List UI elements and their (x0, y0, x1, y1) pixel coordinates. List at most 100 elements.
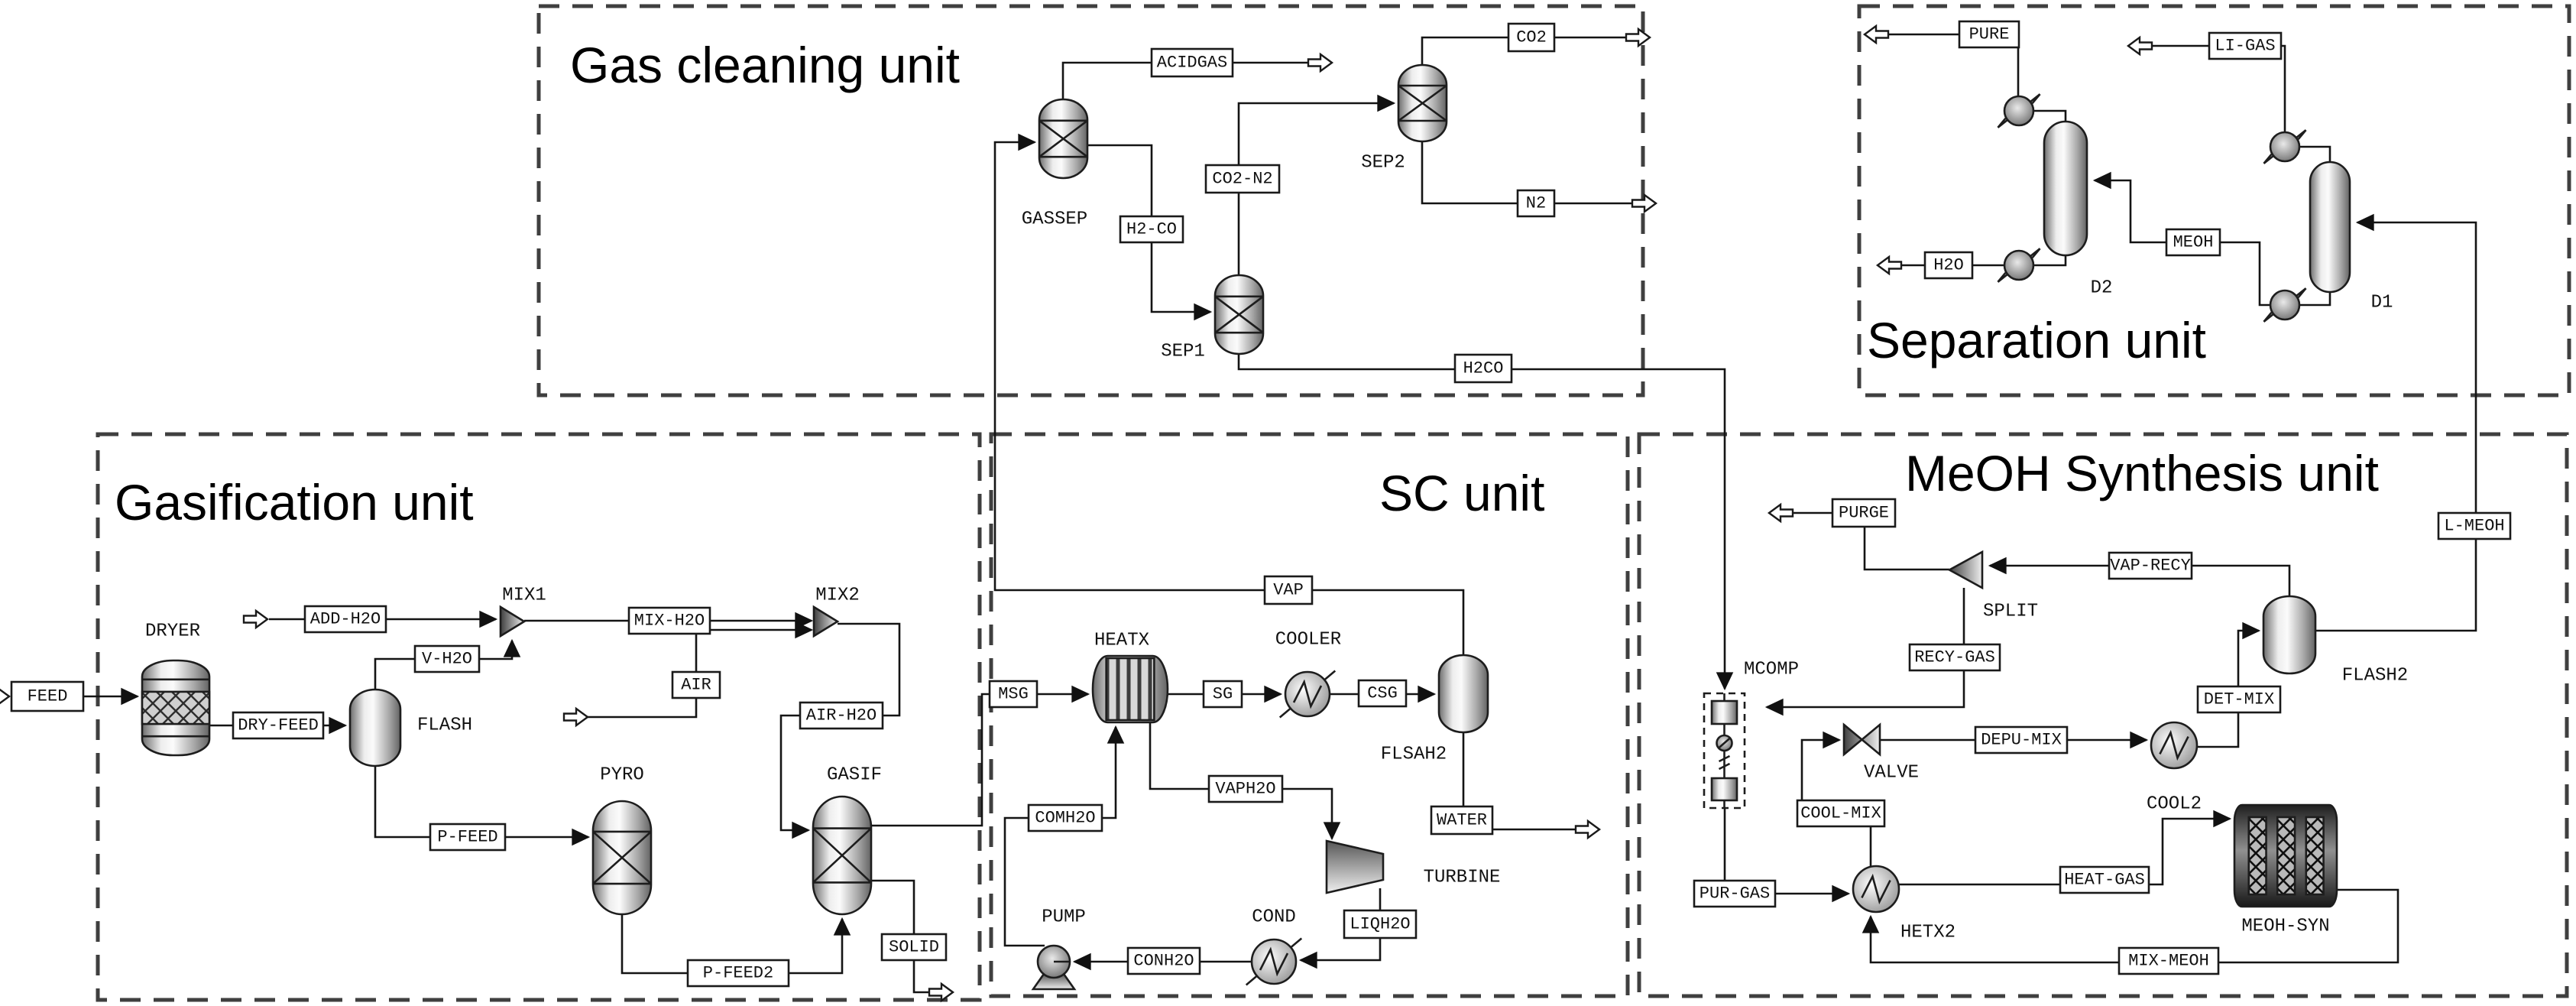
stream-label-det-mix: DET-MIX (2196, 685, 2282, 714)
stream-label-co2-n2: CO2-N2 (1204, 164, 1281, 194)
block-label-d1: D1 (2371, 293, 2393, 313)
svg-text:DET-MIX: DET-MIX (2204, 690, 2274, 709)
block-label-gasif: GASIF (827, 765, 882, 786)
stream-label-vaph2o: VAPH2O (1207, 774, 1284, 803)
stream-co2-n2-line (1237, 94, 1396, 275)
block-label-flsah2: FLSAH2 (1381, 745, 1447, 765)
svg-text:HEAT-GAS: HEAT-GAS (2064, 871, 2145, 890)
stream-l-meoh-line (2315, 213, 2477, 632)
stream-label-comh2o: COMH2O (1027, 803, 1103, 832)
svg-text:LI-GAS: LI-GAS (2215, 37, 2275, 56)
d1-column-icon (2309, 161, 2351, 294)
title-meoh-synthesis-unit: MeOH Synthesis unit (1905, 445, 2379, 501)
sep1-vessel-icon (1213, 274, 1265, 355)
block-label-d2: D2 (2091, 278, 2113, 299)
stream-label-feed: FEED (10, 680, 85, 712)
stream-label-h2o: H2O (1923, 251, 1974, 280)
d1-reboiler-icon (2263, 287, 2307, 323)
block-label-turbine: TURBINE (1424, 868, 1501, 888)
flash2-vessel-icon (2262, 595, 2317, 675)
stream-d2-condenser-line (2033, 109, 2067, 122)
stream-p-feed-line (374, 766, 591, 846)
svg-text:WATER: WATER (1437, 811, 1487, 830)
unit-box-gas-cleaning (536, 4, 1645, 398)
stream-label-li-gas: LI-GAS (2208, 31, 2283, 60)
d1-condenser-icon (2263, 129, 2307, 164)
block-label-mix2: MIX2 (815, 586, 860, 606)
block-label-cond: COND (1252, 907, 1296, 928)
stream-recy-gas-line (1764, 588, 1965, 716)
stream-d2-reboiler-line (2033, 255, 2067, 267)
d2-reboiler-icon (1997, 248, 2041, 283)
stream-label-p-feed2: P-FEED2 (686, 959, 790, 988)
open-arrow-water-out (1574, 819, 1601, 839)
cond-icon (1245, 937, 1303, 986)
stream-label-liqh2o: LIQH2O (1343, 909, 1418, 939)
stream-li-gas-line (2152, 44, 2286, 132)
svg-text:V-H2O: V-H2O (422, 650, 472, 669)
svg-text:MEOH: MEOH (2173, 233, 2214, 252)
stream-label-purge: PURGE (1831, 498, 1897, 528)
svg-text:PURGE: PURGE (1839, 504, 1889, 523)
block-label-pyro: PYRO (600, 765, 644, 786)
open-arrow-feed-in (0, 686, 11, 706)
svg-text:H2-CO: H2-CO (1126, 220, 1177, 239)
stream-heat-gas-line (1899, 810, 2232, 886)
unit-box-separation (1857, 4, 2571, 398)
open-arrow-co2-out (1625, 28, 1651, 47)
sep2-vessel-icon (1397, 63, 1448, 143)
pyro-vessel-icon (591, 800, 653, 916)
stream-label-mix-h2o: MIX-H2O (627, 606, 711, 635)
stream-label-meoh: MEOH (2165, 228, 2221, 257)
block-label-split: SPLIT (1983, 602, 2038, 622)
stream-mix-meoh-line (1862, 888, 2399, 964)
stream-label-vap-recy: VAP-RECY (2108, 551, 2193, 580)
open-arrow-n2-out (1631, 193, 1657, 213)
d2-condenser-icon (1997, 93, 2041, 128)
block-label-mcomp: MCOMP (1744, 660, 1799, 680)
svg-text:MSG: MSG (998, 685, 1029, 704)
svg-text:SOLID: SOLID (889, 938, 939, 957)
stream-label-recy-gas: RECY-GAS (1908, 643, 2001, 672)
block-label-pump: PUMP (1042, 907, 1086, 928)
svg-text:CO2: CO2 (1516, 28, 1547, 47)
meoh-syn-reactor-icon (2233, 803, 2338, 908)
stream-label-h2co: H2CO (1453, 353, 1513, 384)
svg-text:RECY-GAS: RECY-GAS (1914, 648, 1995, 667)
stream-label-csg: CSG (1357, 679, 1408, 708)
open-arrow-li-gas-out (2127, 36, 2153, 56)
block-label-cool2: COOL2 (2147, 794, 2202, 815)
unit-box-meoh (1637, 432, 2569, 998)
svg-text:CO2-N2: CO2-N2 (1212, 170, 1272, 189)
svg-text:P-FEED: P-FEED (437, 828, 497, 847)
stream-n2-line (1421, 141, 1632, 205)
cooler-icon (1278, 670, 1337, 719)
block-label-cooler: COOLER (1275, 630, 1341, 651)
stream-label-v-h2o: V-H2O (413, 644, 481, 673)
stream-label-heat-gas: HEAT-GAS (2059, 865, 2150, 894)
d2-column-icon (2043, 120, 2088, 257)
svg-text:CONH2O: CONH2O (1133, 952, 1194, 971)
stream-label-add-h2o: ADD-H2O (303, 605, 387, 634)
open-arrow-acidgas-out (1307, 53, 1333, 73)
title-gasification-unit: Gasification unit (115, 474, 474, 531)
svg-text:AIR: AIR (681, 676, 711, 695)
stream-label-cool-mix: COOL-MIX (1796, 799, 1886, 828)
unit-box-gasification (96, 432, 982, 1002)
open-arrow-pure-out (1863, 24, 1890, 44)
svg-text:LIQH2O: LIQH2O (1350, 915, 1410, 934)
svg-text:ADD-H2O: ADD-H2O (310, 610, 381, 629)
stream-comh2o-line (1003, 725, 1125, 947)
svg-text:CSG: CSG (1367, 684, 1398, 703)
stream-d1-reboiler-line (2299, 292, 2331, 307)
stream-label-depu-mix: DEPU-MIX (1974, 725, 2069, 754)
stream-label-solid: SOLID (880, 933, 948, 962)
mcomp-icon (1703, 692, 1746, 810)
svg-text:COOL-MIX: COOL-MIX (1800, 804, 1881, 823)
stream-label-l-meoh: L-MEOH (2437, 511, 2512, 540)
svg-text:SG: SG (1213, 685, 1233, 704)
dryer-icon (141, 659, 211, 757)
block-label-sep2: SEP2 (1361, 153, 1405, 174)
